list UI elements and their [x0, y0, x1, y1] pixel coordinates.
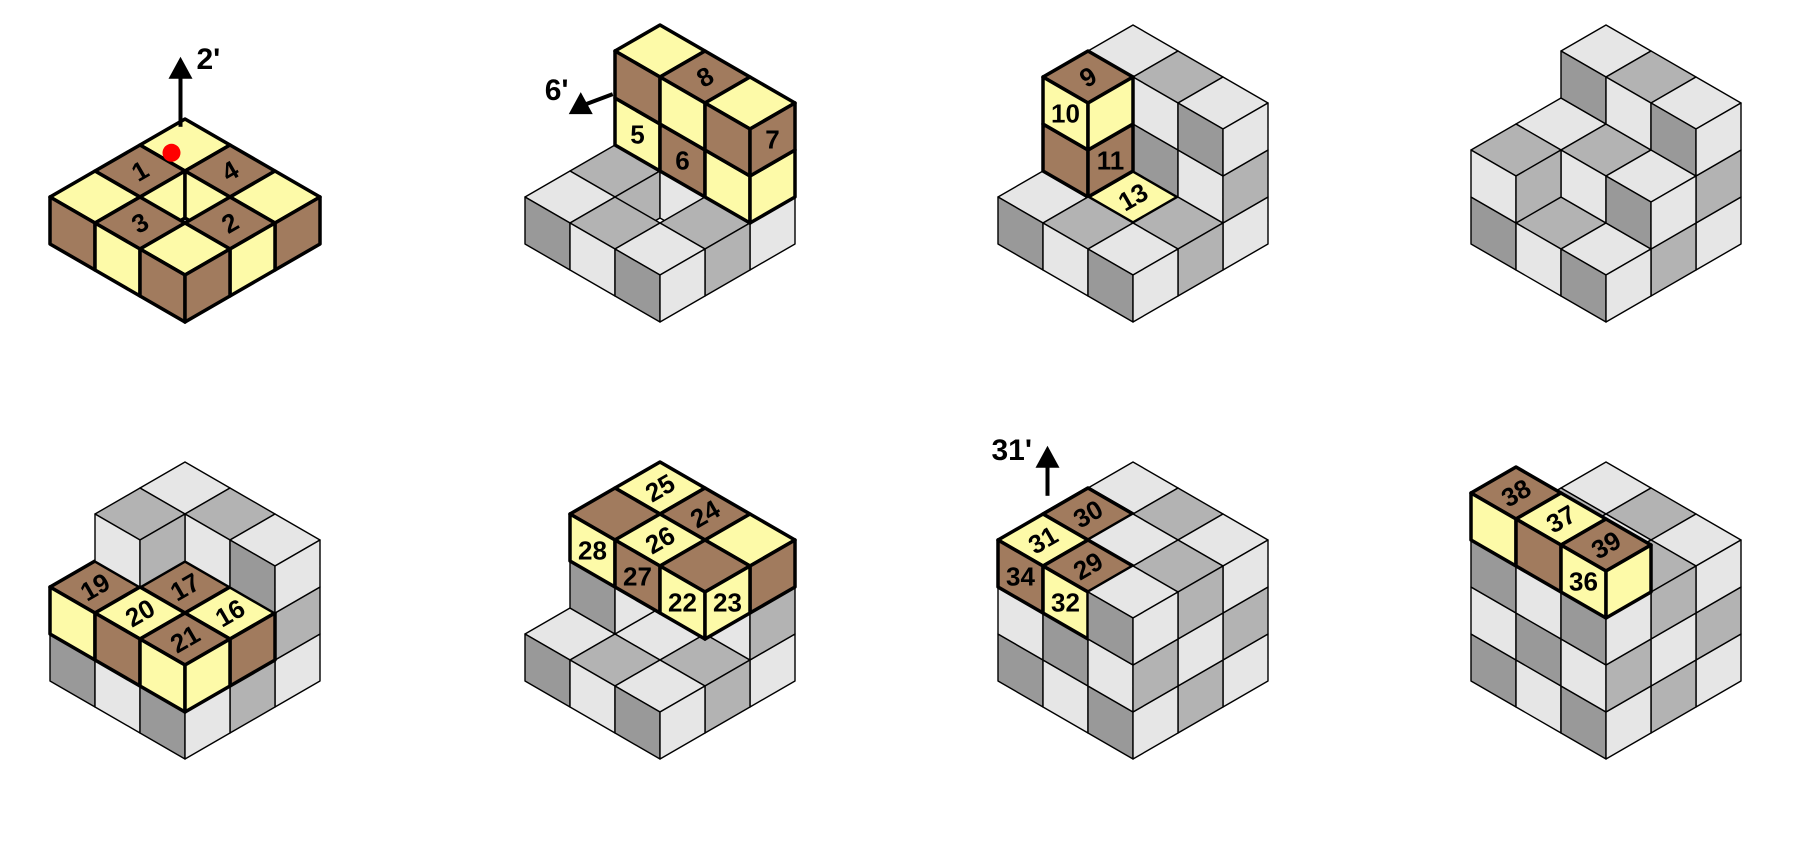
red-dot-marker	[162, 143, 181, 162]
arrow-label: 2'	[197, 43, 221, 76]
base-cube-right-face	[659, 685, 706, 760]
base-cube-right-face	[139, 513, 186, 588]
step-panel-7: 30303134293231'	[992, 434, 1269, 760]
base-cube-right-face	[1132, 591, 1179, 666]
base-cube-right-face	[274, 539, 321, 614]
base-cube-right-face	[1605, 248, 1652, 323]
base-cube-right-face	[1650, 175, 1697, 250]
cube-number: 27	[623, 562, 652, 592]
cube-number: 28	[578, 536, 607, 566]
arrow-head	[568, 92, 593, 115]
cube-number: 23	[713, 588, 742, 618]
highlighted-cube-right-face	[1604, 543, 1653, 620]
arrow-head	[1035, 445, 1060, 468]
cube-number: 6	[675, 146, 689, 176]
cube-number: 22	[668, 588, 697, 618]
highlighted-cube-right-face	[748, 101, 797, 178]
step-panel-4	[1470, 24, 1742, 323]
cube-number: 34	[1006, 562, 1035, 592]
cube-number: 10	[1051, 99, 1080, 129]
arrow-head	[168, 56, 193, 79]
cube-number: 7	[765, 125, 779, 155]
highlighted-cube-right-face	[183, 247, 232, 324]
base-cube-right-face	[1515, 149, 1562, 224]
highlighted-cube-right-face	[183, 637, 232, 714]
base-cube-right-face	[1132, 248, 1179, 323]
base-cube-right-face	[1695, 102, 1742, 177]
cube-number: 32	[1051, 588, 1080, 618]
cube-number: 11	[1097, 146, 1125, 176]
base-cube-right-face	[659, 248, 706, 323]
arrow-label: 31'	[992, 434, 1033, 467]
base-cube-right-face	[1222, 102, 1269, 177]
highlighted-cube-right-face	[1086, 75, 1135, 152]
arrow-label: 6'	[545, 74, 569, 107]
highlighted-cube-right-face	[703, 564, 752, 641]
cube-number: 5	[630, 120, 644, 150]
cube-number: 36	[1569, 567, 1598, 597]
